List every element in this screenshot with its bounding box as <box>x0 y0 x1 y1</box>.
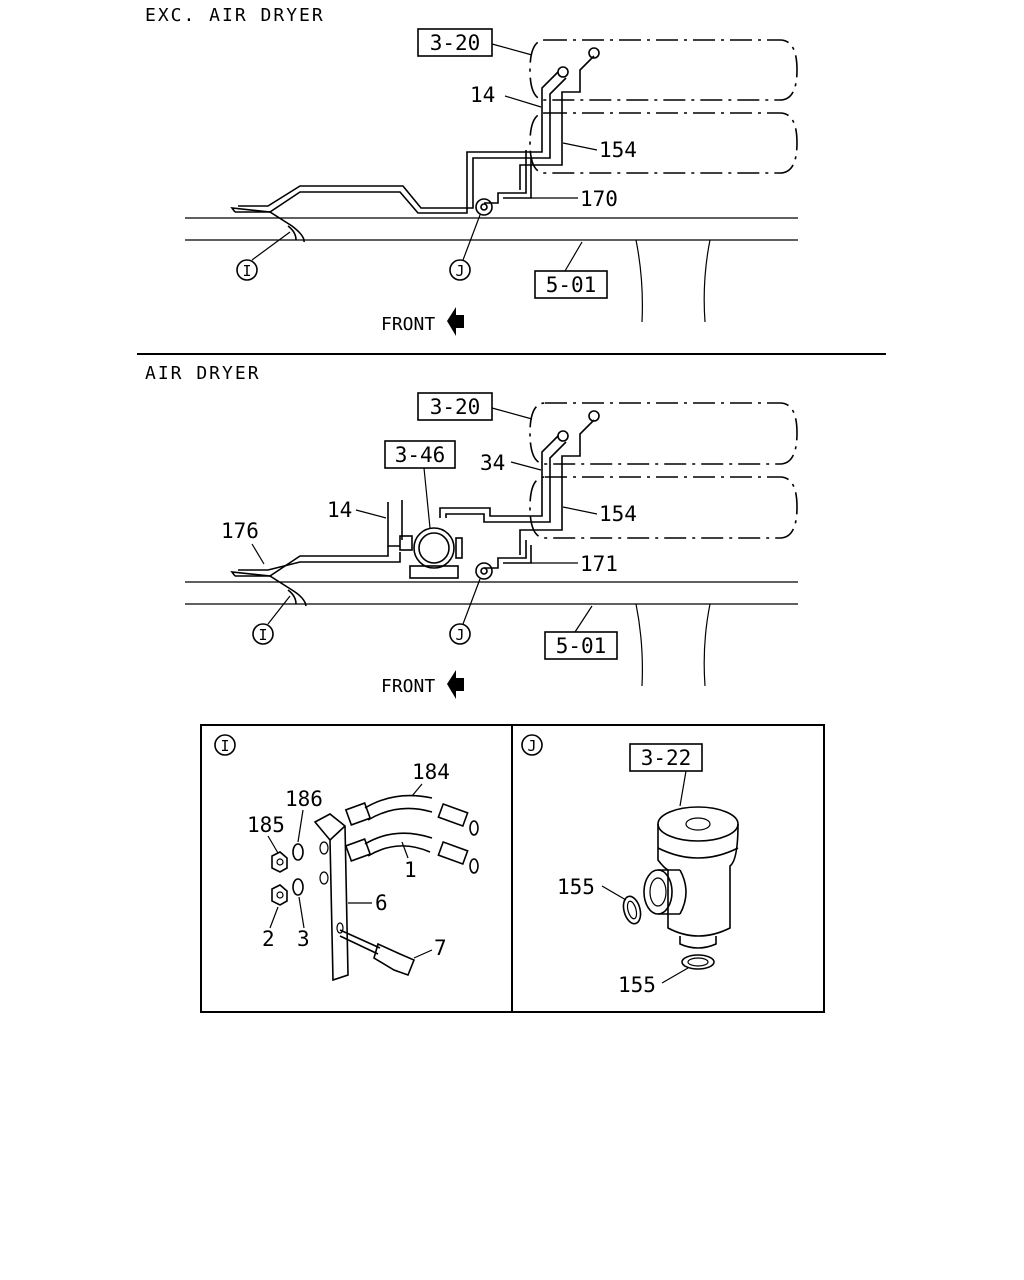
top-pipe-170 <box>484 150 527 204</box>
bottom-drain-valve <box>475 562 493 580</box>
label-185: 185 <box>247 813 285 837</box>
top-pipe-14 <box>235 71 559 214</box>
bottom-label-154: 154 <box>599 502 637 526</box>
top-tank-fitting-left <box>557 66 569 78</box>
bottom-label-171: 171 <box>580 552 618 576</box>
ref-valve-label: 3-22 <box>641 746 692 770</box>
label-1: 1 <box>404 858 417 882</box>
top-tank-fitting-right <box>588 47 600 59</box>
top-ref-box-frame <box>534 270 608 299</box>
top-callout-i <box>236 259 258 281</box>
bottom-ref-box-tank <box>417 392 493 421</box>
bottom-section: AIR DRYER <box>145 363 798 699</box>
fitting-1-end <box>437 840 469 866</box>
bottom-pipe-171 <box>484 540 527 569</box>
bottom-callout-j <box>449 623 471 645</box>
label-6: 6 <box>375 891 388 915</box>
top-lower-tank <box>529 112 798 174</box>
label-184: 184 <box>412 760 450 784</box>
bottom-callout-i <box>252 623 274 645</box>
bottom-ref-dryer-label: 3-46 <box>395 443 446 467</box>
o-ring-155-side <box>622 895 642 925</box>
label-2: 2 <box>262 927 275 951</box>
detail-i-marker <box>214 734 236 756</box>
top-callout-j <box>449 259 471 281</box>
top-label-14: 14 <box>470 83 495 107</box>
top-front-arrow-icon <box>447 307 464 336</box>
label-155-bottom: 155 <box>618 973 656 997</box>
washer-3 <box>292 878 304 896</box>
nut-185 <box>271 851 288 873</box>
label-155-side: 155 <box>557 875 595 899</box>
svg-text:J: J <box>527 737 536 755</box>
label-7: 7 <box>434 936 447 960</box>
drain-valve <box>643 806 739 949</box>
detail-j-marker <box>521 734 543 756</box>
label-186: 186 <box>285 787 323 811</box>
bottom-front-arrow-icon <box>447 670 464 699</box>
hose-184 <box>364 794 433 809</box>
bottom-label-34: 34 <box>480 451 505 475</box>
bottom-lower-tank <box>529 476 798 539</box>
top-ref-box-tank <box>417 28 493 57</box>
top-drain-valve <box>475 198 493 216</box>
o-ring-155-bottom <box>681 954 715 970</box>
fitting-184-end <box>437 802 469 828</box>
bolt-7 <box>339 929 381 955</box>
air-dryer <box>399 527 463 579</box>
top-label-154: 154 <box>599 138 637 162</box>
detail-i: I 184 186 185 1 <box>214 734 479 982</box>
svg-text:I: I <box>220 737 229 755</box>
ref-box-valve <box>629 743 703 772</box>
detail-j: J 3-22 155 155 <box>521 734 739 997</box>
bottom-section-title: AIR DRYER <box>145 363 261 384</box>
bottom-ref-frame-label: 5-01 <box>556 634 607 658</box>
bottom-label-14: 14 <box>327 498 352 522</box>
bottom-pipe-14 <box>387 502 400 547</box>
bottom-label-176: 176 <box>221 519 259 543</box>
top-section-title: EXC. AIR DRYER <box>145 5 325 26</box>
top-ref-tank-label: 3-20 <box>430 31 481 55</box>
bottom-pipe-34 <box>439 435 559 518</box>
top-section: EXC. AIR DRYER 3-20 5-01 14 154 17 <box>145 5 798 336</box>
hose-1 <box>364 832 433 845</box>
bottom-front-label: FRONT <box>381 676 435 697</box>
svg-text:J: J <box>455 262 464 280</box>
bottom-ref-box-frame <box>544 631 618 660</box>
top-label-170: 170 <box>580 187 618 211</box>
top-ref-frame-label: 5-01 <box>546 273 597 297</box>
svg-text:J: J <box>455 626 464 644</box>
top-hose-i <box>230 207 305 243</box>
label-3: 3 <box>297 927 310 951</box>
top-upper-tank <box>529 39 798 101</box>
bottom-pipe-154 <box>519 419 595 555</box>
svg-text:I: I <box>258 626 267 644</box>
svg-text:I: I <box>242 262 251 280</box>
washer-186 <box>292 843 304 861</box>
top-front-label: FRONT <box>381 314 435 335</box>
top-pipe-14-inner <box>238 77 567 209</box>
bottom-upper-tank <box>529 402 798 465</box>
bottom-ref-tank-label: 3-20 <box>430 395 481 419</box>
bottom-ref-box-dryer <box>384 440 456 469</box>
top-pipe-154 <box>519 55 595 190</box>
nut-2 <box>271 884 288 906</box>
